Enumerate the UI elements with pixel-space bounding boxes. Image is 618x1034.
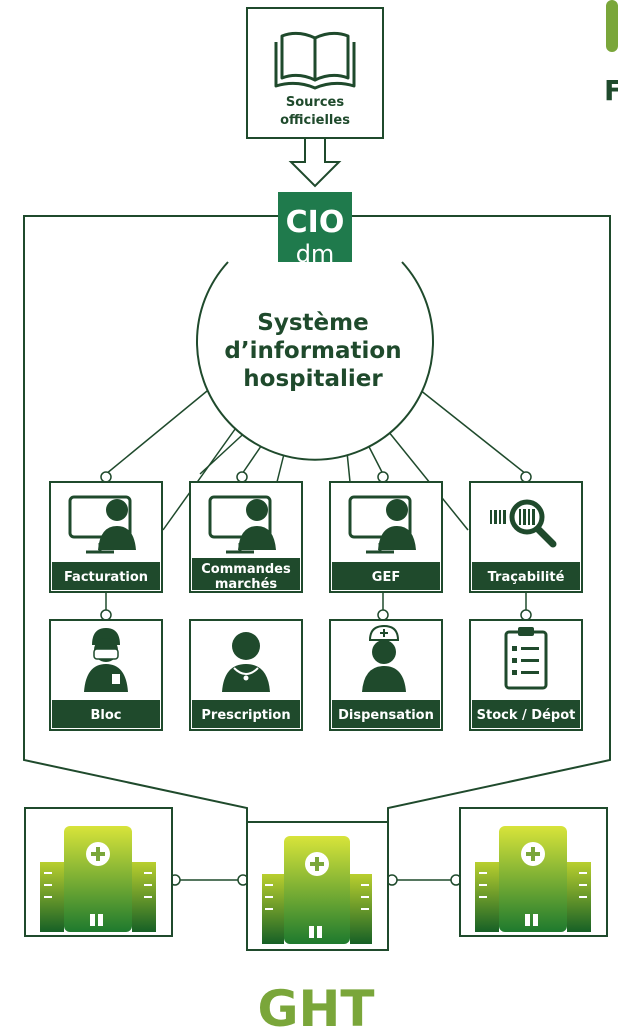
system-label-line1: Système (257, 310, 368, 336)
sources-label-line1: Sources (286, 95, 344, 110)
sources-label-line2: officielles (280, 113, 350, 128)
hospital-box-2 (246, 821, 389, 951)
workstation-user-icon (348, 495, 416, 554)
module-box-facturation: Facturation (49, 481, 163, 593)
module-label-commandes-line1: Commandes (201, 562, 291, 577)
role-connectors (100, 592, 532, 621)
role-box-bloc: Bloc (49, 619, 163, 731)
ght-label: GHT (258, 980, 375, 1034)
hospital-building-icon (40, 826, 156, 932)
module-label-gef: GEF (372, 570, 400, 585)
system-frame (23, 215, 611, 822)
module-box-gef: GEF (329, 481, 443, 593)
role-label-prescription: Prescription (201, 708, 290, 723)
role-label-stock-depot: Stock / Dépot (477, 708, 576, 723)
hospital-connectors (169, 874, 462, 886)
hospital-information-system-circle: Système d’information hospitalier (196, 261, 434, 461)
module-label-commandes-line2: marchés (215, 577, 278, 592)
role-box-prescription: Prescription (189, 619, 303, 731)
role-box-stock-depot: Stock / Dépot (469, 619, 583, 731)
corner-badge (606, 0, 618, 52)
sources-box: Sources officielles (246, 7, 384, 139)
workstation-user-icon (208, 495, 276, 554)
cio-dm-logo: CIO dm (278, 192, 352, 270)
corner-fragment-text: F (604, 74, 618, 107)
cio-logo-line1: CIO (286, 205, 345, 240)
barcode-magnifier-icon (490, 499, 557, 548)
workstation-user-icon (68, 495, 136, 554)
doctor-icon (222, 632, 270, 692)
role-box-dispensation: Dispensation (329, 619, 443, 731)
connector-nodes (100, 471, 532, 483)
module-label-tracabilite: Traçabilité (488, 570, 565, 585)
clipboard-checklist-icon (504, 627, 548, 690)
system-label-line3: hospitalier (243, 366, 383, 392)
system-label-line2: d’information (224, 338, 401, 364)
open-book-icon (274, 31, 356, 90)
surgeon-icon (84, 628, 128, 692)
module-label-facturation: Facturation (64, 570, 148, 585)
hospital-building-icon (475, 826, 591, 932)
module-box-tracabilite: Traçabilité (469, 481, 583, 593)
hospital-box-1 (24, 807, 173, 937)
role-label-bloc: Bloc (90, 708, 121, 723)
hospital-building-icon (262, 836, 372, 944)
down-arrow (288, 137, 342, 188)
nurse-icon (362, 624, 406, 692)
role-label-dispensation: Dispensation (338, 708, 434, 723)
hospital-box-3 (459, 807, 608, 937)
module-box-commandes-marches: Commandes marchés (189, 481, 303, 593)
